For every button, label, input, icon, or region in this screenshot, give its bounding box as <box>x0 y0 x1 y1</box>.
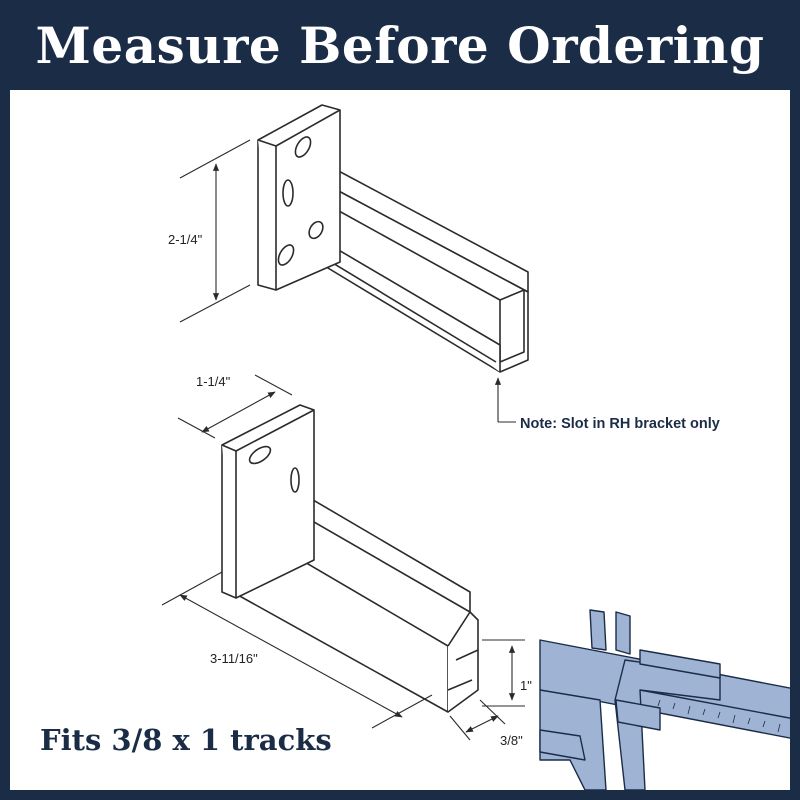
dimension-width-label: 1-1/4" <box>196 374 231 389</box>
dimension-height-label: 2-1/4" <box>168 232 203 247</box>
note-pointer <box>494 377 516 423</box>
fits-caption: Fits 3/8 x 1 tracks <box>40 723 332 757</box>
bracket-rh-illustration <box>257 104 529 373</box>
dimension-length-label: 3-11/16" <box>210 651 258 666</box>
slot-note: Note: Slot in RH bracket only <box>520 416 720 432</box>
caliper-icon <box>539 609 790 790</box>
dimension-channel-height <box>482 639 525 707</box>
page-title: Measure Before Ordering <box>35 15 765 75</box>
diagram-canvas: 2-1/4" Note: Slot in RH bracket only <box>40 104 790 790</box>
dimension-channel-width-label: 3/8" <box>500 733 523 748</box>
diagram-panel: 2-1/4" Note: Slot in RH bracket only <box>10 90 790 790</box>
dimension-channel-width <box>449 699 506 741</box>
dimension-channel-height-label: 1" <box>520 678 532 693</box>
dimension-width <box>177 374 293 439</box>
bracket-lh-illustration <box>221 404 479 713</box>
header: Measure Before Ordering <box>0 0 800 90</box>
dimension-length <box>161 571 433 729</box>
dimension-height <box>179 139 251 323</box>
